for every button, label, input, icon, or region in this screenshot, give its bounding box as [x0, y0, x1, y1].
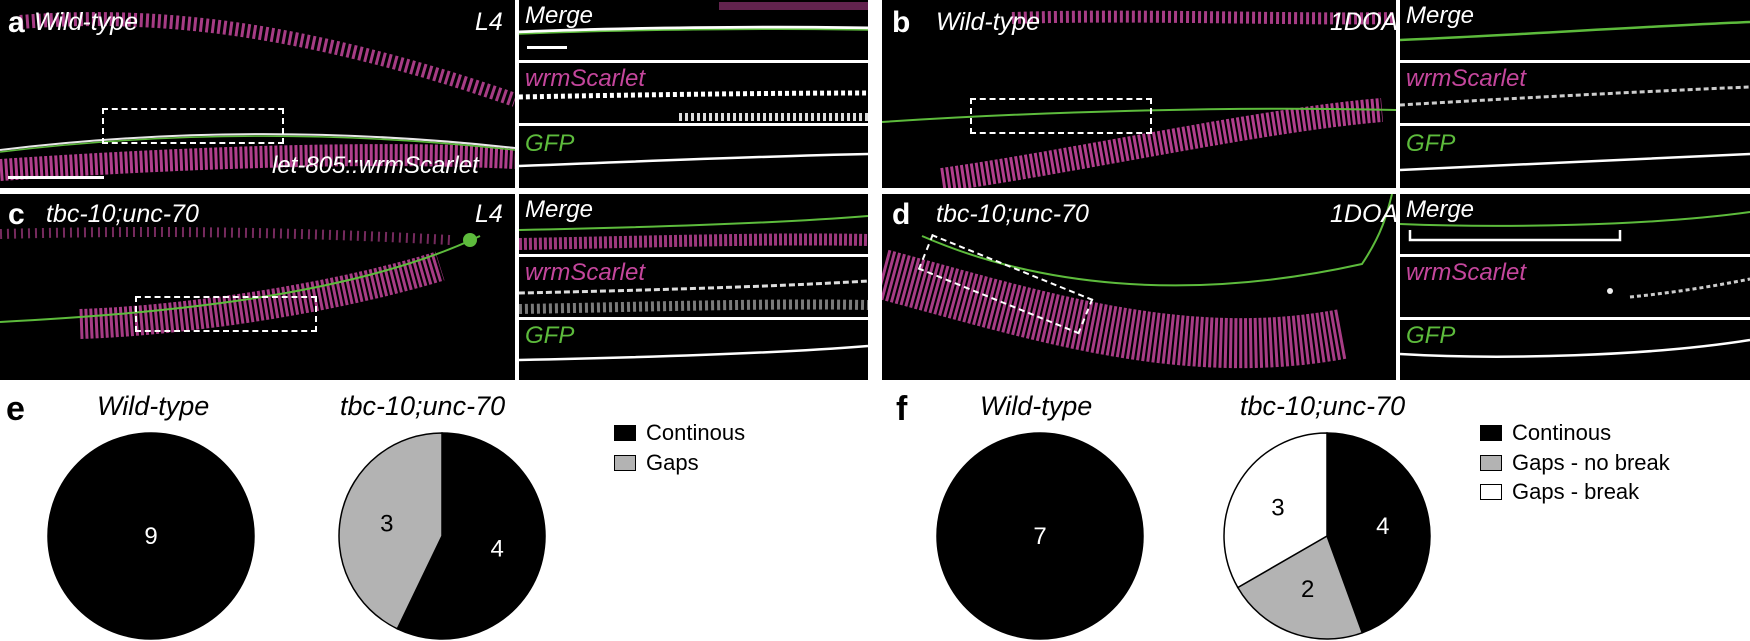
panel-a-scarlet-label: wrmScarlet	[525, 65, 646, 92]
panel-a-letter: a	[8, 6, 25, 39]
panel-c-merge-label: Merge	[525, 196, 594, 223]
panel-d-genotype: tbc-10;unc-70	[936, 200, 1089, 228]
panel-a-roi-box	[102, 108, 284, 144]
panel-a-gfp-inset: GFP	[519, 126, 868, 188]
panel-d-micrograph	[882, 194, 1393, 369]
pie-value-label: 4	[491, 536, 504, 563]
panel-a-main-image: a Wild-type L4 let-805::wrmScarlet	[0, 0, 515, 188]
panel-d-letter: d	[892, 198, 911, 231]
panel-c-stage: L4	[475, 200, 503, 228]
panel-b-scarlet-label: wrmScarlet	[1406, 65, 1527, 92]
panel-c-roi-box	[135, 296, 317, 332]
panel-b-gfp-inset: GFP	[1400, 126, 1750, 188]
panel-a-allele: let-805::wrmScarlet	[272, 152, 479, 179]
pie-slice-continous	[936, 432, 1144, 640]
legend-swatch-gray	[614, 455, 636, 471]
panel-d-scarlet-inset: wrmScarlet	[1400, 257, 1750, 317]
panel-c-gfp-label: GFP	[525, 322, 575, 349]
pie-slice-gaps-no-break	[1236, 534, 1364, 640]
panel-c-merge-image	[519, 215, 868, 250]
panel-d-gfp-inset: GFP	[1400, 320, 1750, 380]
pie-slice-gaps	[338, 432, 443, 630]
panel-a-genotype: Wild-type	[34, 8, 138, 36]
pie-slice-continous	[396, 432, 546, 640]
panel-c-genotype: tbc-10;unc-70	[46, 200, 199, 228]
panel-e-pie1-title: Wild-type	[97, 391, 210, 421]
panel-a-scarlet-inset: wrmScarlet	[519, 63, 868, 123]
panel-e-legend-continous: Continous	[614, 420, 745, 446]
panel-f-pie-wild-type: 7	[936, 432, 1144, 640]
panel-f-legend-gaps-no-break: Gaps - no break	[1480, 450, 1670, 476]
pie-slice-gaps-break	[1223, 432, 1328, 589]
legend-label: Gaps - no break	[1512, 450, 1670, 475]
pie-value-label: 7	[1033, 523, 1046, 550]
panel-b-merge-image	[1400, 20, 1750, 42]
panel-c-letter: c	[8, 198, 25, 231]
legend-label: Continous	[1512, 420, 1612, 445]
panel-b-gfp-image	[1400, 152, 1750, 172]
panel-d-scarlet-label: wrmScarlet	[1406, 259, 1527, 286]
panel-c-gfp-inset: GFP	[519, 320, 868, 380]
panel-b-letter: b	[892, 6, 911, 39]
panel-a-merge-label: Merge	[525, 2, 594, 29]
panel-c-scarlet-inset: wrmScarlet	[519, 257, 868, 317]
pie-value-label: 2	[1301, 576, 1314, 603]
panel-e-pie2-title: tbc-10;unc-70	[340, 391, 506, 421]
panel-a-gfp-image	[519, 152, 868, 168]
panel-a-gfp-label: GFP	[525, 130, 575, 157]
pie-value-label: 4	[1376, 513, 1389, 540]
legend-label: Gaps	[646, 450, 699, 475]
panel-d-gfp-label: GFP	[1406, 322, 1456, 349]
panel-b-scarlet-inset: wrmScarlet	[1400, 63, 1750, 123]
panel-f-pie2-title: tbc-10;unc-70	[1240, 391, 1406, 421]
panel-b-genotype: Wild-type	[936, 8, 1040, 36]
panel-b-roi-box	[970, 98, 1152, 134]
pie-value-label: 3	[380, 510, 393, 537]
pie-slice-continous	[47, 432, 255, 640]
panel-c-micrograph	[0, 227, 481, 339]
panel-f-letter: f	[896, 390, 908, 428]
panel-c-merge-inset: Merge	[519, 194, 868, 254]
pie-value-label: 3	[1271, 495, 1284, 522]
panel-c-main-image: c tbc-10;unc-70 L4	[0, 194, 515, 380]
panel-b-stage: 1DOA	[1330, 8, 1396, 36]
panel-c-scarlet-label: wrmScarlet	[525, 259, 646, 286]
panel-d-main-image: d tbc-10;unc-70 1DOA	[882, 194, 1396, 380]
panel-f-pie-tbc10-unc70: 4 2 3	[1223, 432, 1431, 640]
panel-f-pie1-title: Wild-type	[980, 391, 1093, 421]
legend-swatch-black	[1480, 425, 1502, 441]
panel-d-gfp-image	[1400, 338, 1750, 358]
pie-value-label: 9	[144, 523, 157, 550]
panel-b-merge-label: Merge	[1406, 2, 1475, 29]
legend-swatch-white	[1480, 484, 1502, 500]
panel-e-pie-tbc10-unc70: 43	[338, 432, 546, 640]
panel-a-scarlet-image	[519, 90, 868, 121]
panel-d-stage: 1DOA	[1330, 200, 1396, 228]
panel-a-micrograph	[0, 12, 515, 181]
panel-a-merge-inset: Merge	[519, 0, 868, 60]
panel-e-pie-wild-type: 9	[47, 432, 255, 640]
panel-f-legend-continous: Continous	[1480, 420, 1611, 446]
panel-d-merge-label: Merge	[1406, 196, 1475, 223]
legend-swatch-black	[614, 425, 636, 441]
panel-b-main-image: b Wild-type 1DOA	[882, 0, 1396, 188]
panel-d-merge-inset: Merge	[1400, 194, 1750, 254]
panel-d-scarlet-image	[1607, 277, 1750, 299]
panel-c-scarlet-image	[519, 279, 868, 314]
panel-f-legend-gaps-break: Gaps - break	[1480, 479, 1639, 505]
legend-label: Continous	[646, 420, 746, 445]
panel-a-stage: L4	[475, 8, 503, 36]
panel-b-gfp-label: GFP	[1406, 130, 1456, 157]
legend-label: Gaps - break	[1512, 479, 1640, 504]
legend-swatch-gray	[1480, 455, 1502, 471]
panel-e-letter: e	[6, 390, 25, 428]
panel-b-micrograph	[882, 10, 1396, 188]
panel-e-legend-gaps: Gaps	[614, 450, 699, 476]
panel-c-gfp-image	[519, 344, 868, 362]
panel-d-merge-image	[1400, 211, 1750, 242]
panel-b-merge-inset: Merge	[1400, 0, 1750, 60]
panel-b-scarlet-image	[1400, 85, 1750, 107]
panel-a-merge-image	[519, 2, 868, 49]
pie-slice-continous	[1326, 432, 1431, 634]
